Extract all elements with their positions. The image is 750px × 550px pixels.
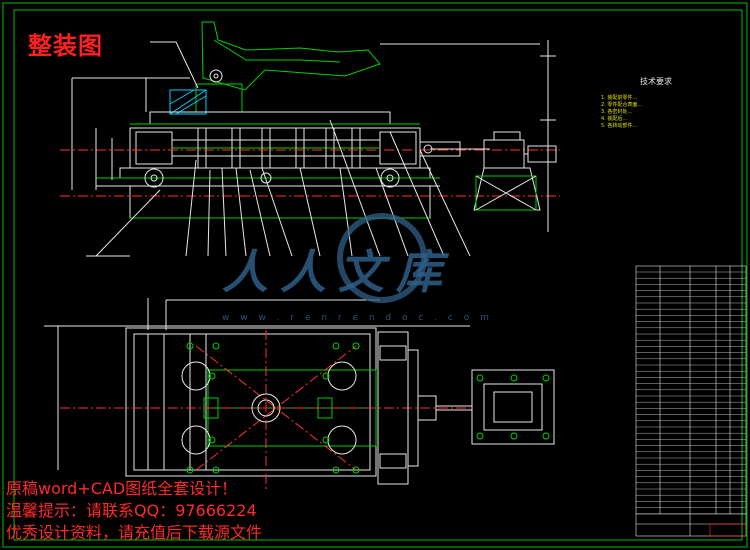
promo-line: 优秀设计资料，请充值后下载源文件 [6, 523, 263, 542]
parts-list-table [635, 265, 747, 537]
tech-note: 5. 各转动部件... [601, 123, 638, 129]
plan-view [44, 298, 555, 490]
tech-requirements-title: 技术要求 [640, 77, 672, 86]
lever-arm [201, 21, 381, 91]
parts-list-rows [636, 271, 746, 514]
tech-note: 2. 零件配合表面... [601, 102, 643, 108]
promo-line: 原稿word+CAD图纸全套设计！ [6, 479, 238, 498]
tech-requirements-notes: 1. 装配前零件... 2. 零件配合表面... 3. 各密封处... 4. 装… [601, 95, 711, 130]
promo-line: 温馨提示：请联系QQ：97666224 [6, 501, 257, 520]
tech-note: 3. 各密封处... [601, 109, 633, 115]
drawing-title: 整装图 [28, 32, 103, 60]
front-elevation-view [60, 21, 560, 257]
watermark-brand: 人人文库 [222, 245, 454, 299]
title-block [636, 514, 747, 537]
watermark-site: w w w . r e n r e n d o c . c o m [222, 313, 493, 323]
tech-note: 4. 装配后... [601, 116, 628, 122]
watermark-circle [337, 213, 427, 303]
tech-note: 1. 装配前零件... [601, 95, 638, 101]
promo-text-block: 原稿word+CAD图纸全套设计！ 温馨提示：请联系QQ：97666224 优秀… [6, 478, 262, 544]
